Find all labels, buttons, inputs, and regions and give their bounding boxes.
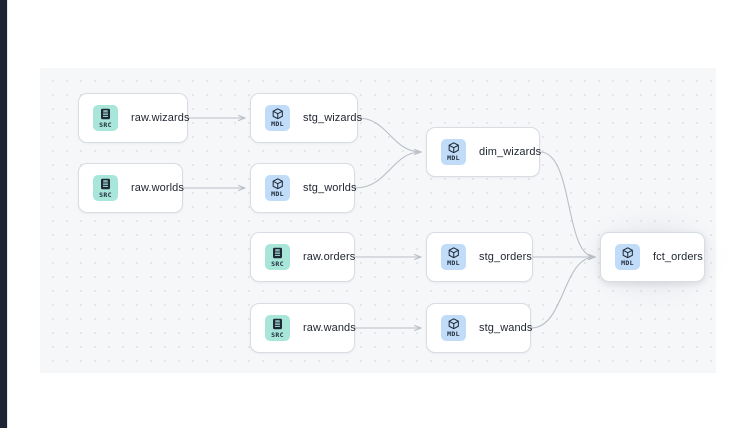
database-icon — [272, 247, 283, 259]
lineage-edge-stg_worlds-to-dim_wizards[interactable] — [354, 152, 421, 189]
node-label: raw.orders — [303, 251, 356, 263]
node-type-badge-mdl: MDL — [265, 105, 290, 131]
lineage-node-raw_wizards[interactable]: SRC raw.wizards — [78, 93, 190, 143]
lineage-node-stg_orders[interactable]: MDL stg_orders — [426, 232, 533, 282]
node-type-badge-label: SRC — [271, 259, 284, 268]
node-type-badge-src: SRC — [265, 244, 290, 270]
lineage-node-raw_worlds[interactable]: SRC raw.worlds — [78, 163, 184, 213]
node-type-badge-src: SRC — [93, 175, 118, 201]
lineage-edge-dim_wizards-to-fct_orders[interactable] — [539, 151, 595, 257]
node-type-badge-label: SRC — [99, 190, 112, 199]
node-label: raw.wands — [303, 322, 356, 334]
node-label: raw.worlds — [131, 182, 184, 194]
left-rail-divider — [7, 0, 8, 428]
node-type-badge-src: SRC — [93, 105, 118, 131]
database-icon — [272, 318, 283, 330]
lineage-node-stg_wands[interactable]: MDL stg_wands — [426, 303, 533, 353]
lineage-edge-stg_wizards-to-dim_wizards[interactable] — [357, 117, 421, 152]
node-label: raw.wizards — [131, 112, 190, 124]
node-type-badge-label: MDL — [447, 259, 460, 268]
lineage-edge-stg_wands-to-fct_orders[interactable] — [530, 257, 595, 329]
lineage-node-raw_orders[interactable]: SRC raw.orders — [250, 232, 355, 282]
node-label: fct_orders — [653, 251, 703, 263]
lineage-node-dim_wizards[interactable]: MDL dim_wizards — [426, 127, 542, 177]
edges-group — [183, 118, 595, 328]
lineage-node-fct_orders[interactable]: MDL fct_orders — [600, 232, 705, 282]
node-type-badge-mdl: MDL — [441, 315, 466, 341]
lineage-node-raw_wands[interactable]: SRC raw.wands — [250, 303, 356, 353]
node-type-badge-label: MDL — [447, 154, 460, 163]
cube-icon — [622, 247, 634, 259]
node-type-badge-label: SRC — [99, 120, 112, 129]
node-label: dim_wizards — [479, 146, 542, 158]
node-label: stg_wizards — [303, 112, 363, 124]
node-type-badge-label: MDL — [447, 330, 460, 339]
node-type-badge-src: SRC — [265, 315, 290, 341]
node-type-badge-mdl: MDL — [441, 139, 466, 165]
left-navigation-rail[interactable] — [0, 0, 7, 428]
cube-icon — [448, 142, 460, 154]
node-type-badge-label: MDL — [621, 259, 634, 268]
node-label: stg_orders — [479, 251, 532, 263]
node-type-badge-label: MDL — [271, 190, 284, 199]
cube-icon — [272, 178, 284, 190]
node-label: stg_wands — [479, 322, 533, 334]
lineage-node-stg_wizards[interactable]: MDL stg_wizards — [250, 93, 362, 143]
database-icon — [100, 178, 111, 190]
node-type-badge-mdl: MDL — [615, 244, 640, 270]
cube-icon — [448, 318, 460, 330]
node-type-badge-label: SRC — [271, 330, 284, 339]
lineage-node-stg_worlds[interactable]: MDL stg_worlds — [250, 163, 357, 213]
cube-icon — [448, 247, 460, 259]
cube-icon — [272, 108, 284, 120]
node-type-badge-label: MDL — [271, 120, 284, 129]
node-type-badge-mdl: MDL — [265, 175, 290, 201]
lineage-edge-layer — [183, 68, 716, 373]
node-label: stg_worlds — [303, 182, 357, 194]
database-icon — [100, 108, 111, 120]
node-type-badge-mdl: MDL — [441, 244, 466, 270]
